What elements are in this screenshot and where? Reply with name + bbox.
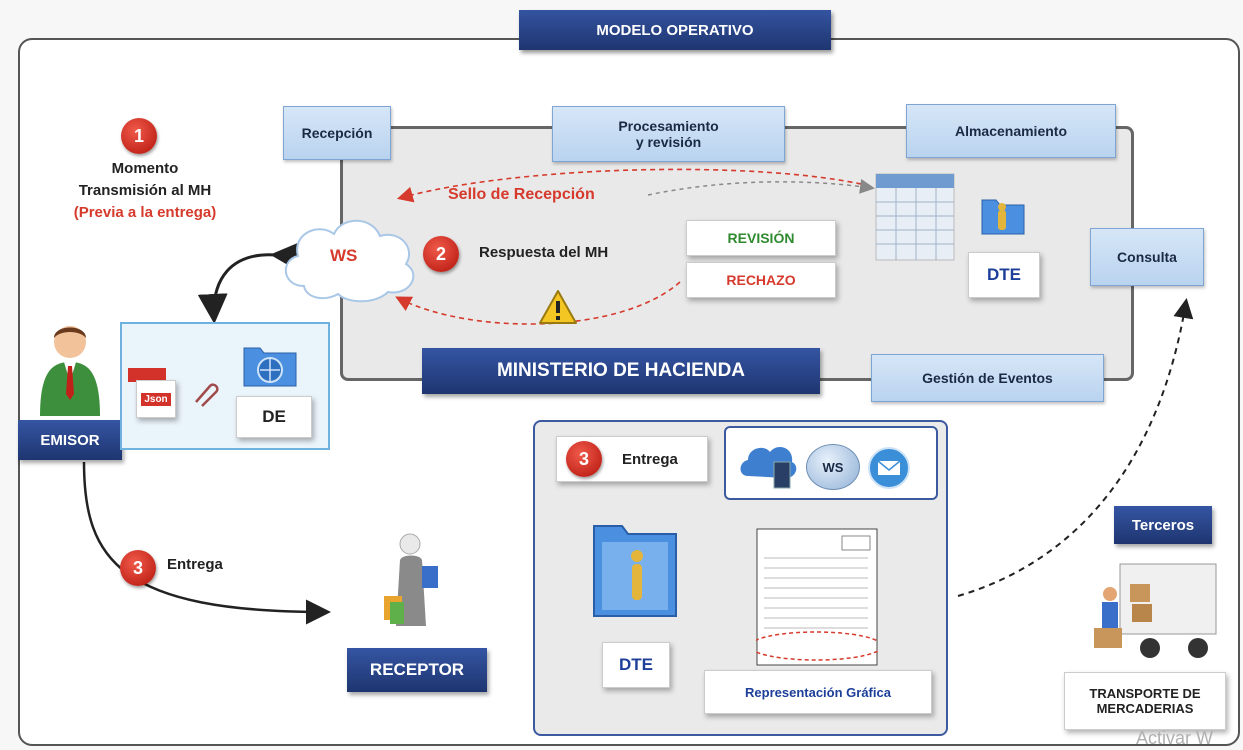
- folder-info-icon: [981, 199, 1025, 235]
- ws-label: WS: [330, 246, 358, 265]
- phase-consulta: Consulta: [1090, 228, 1204, 286]
- phase-gestion-eventos: Gestión de Eventos: [871, 354, 1104, 402]
- to-storage-arrow: [647, 178, 875, 196]
- delivery-truck-icon: [1094, 563, 1217, 658]
- rechazo-box: RECHAZO: [686, 262, 836, 298]
- phase-procesamiento-line2: y revisión: [635, 134, 702, 150]
- step1-badge: 1: [121, 118, 157, 154]
- transporte-line1: TRANSPORTE DE: [1089, 686, 1201, 701]
- folder-info-large-icon: [593, 525, 677, 617]
- json-doc-icon: Json: [136, 380, 176, 418]
- phase-procesamiento-line1: Procesamiento: [618, 118, 719, 134]
- phase-recepcion: Recepción: [283, 106, 391, 160]
- step1-line2: Transmisión al MH: [78, 182, 212, 199]
- dte-box-panel: DTE: [602, 642, 670, 688]
- step2-badge: 2: [423, 236, 459, 272]
- step1-text: Momento Transmisión al MH (Previa a la e…: [60, 158, 230, 224]
- ministerio-label: MINISTERIO DE HACIENDA: [422, 348, 820, 394]
- folder-globe-icon: [243, 347, 297, 387]
- step3-panel-label: Entrega: [622, 451, 678, 468]
- step3-left-badge: 3: [120, 550, 156, 586]
- json-doc-stripe: [128, 368, 166, 382]
- step3-panel-badge: 3: [566, 441, 602, 477]
- phase-procesamiento: Procesamiento y revisión: [552, 106, 785, 162]
- spreadsheet-icon: [875, 173, 955, 261]
- transporte-box: TRANSPORTE DE MERCADERIAS: [1064, 672, 1226, 730]
- step3-left-label: Entrega: [167, 556, 223, 573]
- activation-watermark: Activar W: [1136, 728, 1214, 748]
- step1-line1: Momento: [111, 160, 179, 177]
- cloud-server-icon: [740, 447, 797, 489]
- receptor-person-icon: [384, 533, 438, 626]
- sello-recepcion: Sello de Recepción: [448, 186, 595, 203]
- diagram-title: MODELO OPERATIVO: [519, 10, 831, 50]
- emisor-label: EMISOR: [18, 420, 122, 460]
- ws-cloud-icon: [284, 219, 415, 303]
- paperclip-icon: [195, 383, 219, 407]
- terceros-label: Terceros: [1114, 506, 1212, 544]
- email-icon: [868, 447, 910, 489]
- step2-label: Respuesta del MH: [479, 244, 609, 261]
- emisor-person-icon: [40, 326, 100, 416]
- phase-almacenamiento: Almacenamiento: [906, 104, 1116, 158]
- warning-icon: [539, 290, 577, 324]
- invoice-document-icon: [756, 528, 878, 666]
- transporte-line2: MERCADERIAS: [1096, 701, 1194, 716]
- receptor-label: RECEPTOR: [347, 648, 487, 692]
- sello-arrow: [396, 168, 871, 203]
- revision-box: REVISIÓN: [686, 220, 836, 256]
- representacion-grafica-box: Representación Gráfica: [704, 670, 932, 714]
- dte-box-top: DTE: [968, 252, 1040, 298]
- de-box: DE: [236, 396, 312, 438]
- to-consulta-arrow: [957, 298, 1194, 597]
- ws-small-icon: WS: [806, 444, 860, 490]
- emisor-receptor-arrow: [82, 461, 331, 625]
- json-label: Json: [141, 392, 171, 406]
- ws-de-arrow: [197, 241, 301, 324]
- step1-line3: (Previa a la entrega): [73, 204, 217, 221]
